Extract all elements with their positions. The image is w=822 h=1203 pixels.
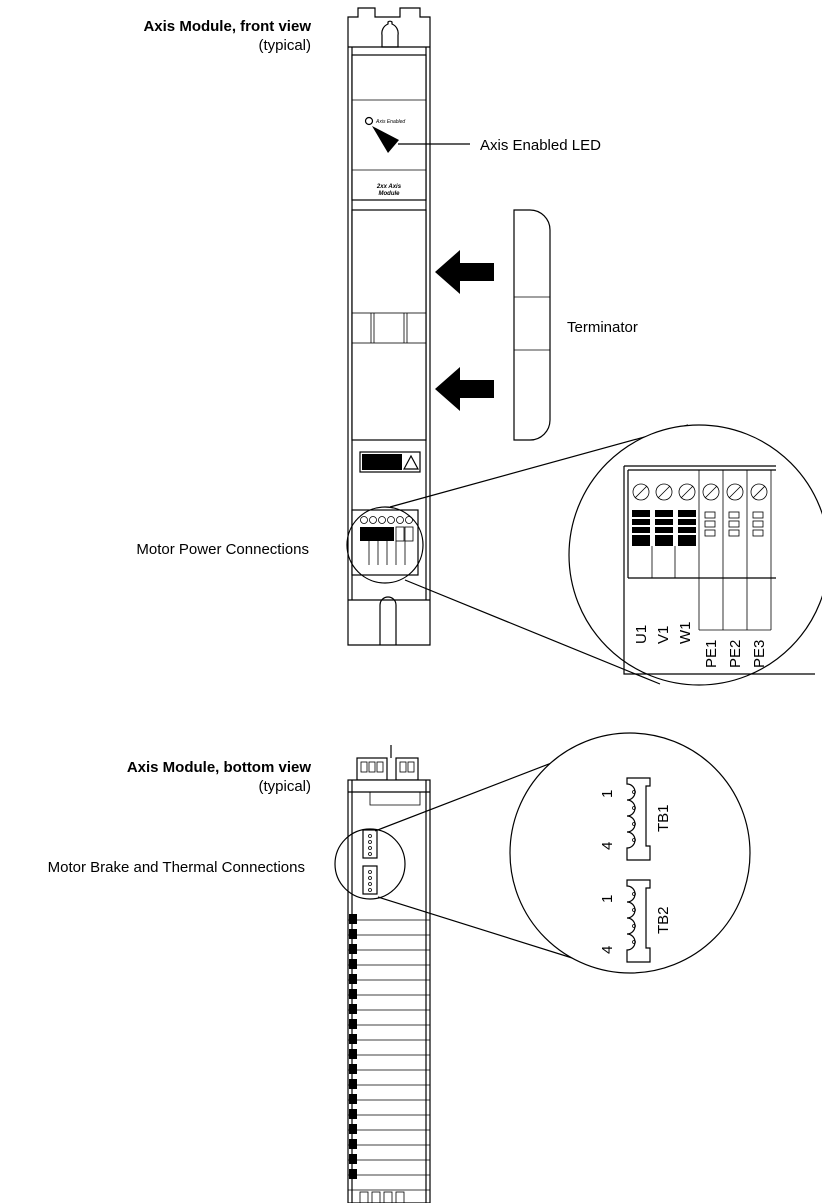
motor-power-connections-label: Motor Power Connections: [136, 541, 309, 558]
bottom-module-body: [347, 779, 431, 1203]
warning-label-black: [362, 454, 402, 470]
insert-arrow-upper: [435, 250, 494, 294]
terminal-label-w1: W1: [677, 622, 694, 645]
tb1-label: TB1: [655, 804, 672, 832]
terminator: [513, 209, 551, 441]
tb2-connector: 1 4 TB2: [599, 879, 672, 963]
bottom-view-title: Axis Module, bottom view: [127, 759, 312, 776]
tb1-pin-last: 4: [599, 842, 616, 850]
terminator-slot: [351, 209, 427, 441]
terminator-label: Terminator: [567, 319, 638, 336]
small-connector-terminals: [360, 516, 414, 565]
motor-power-enlarged-view: [568, 424, 822, 686]
terminal-label-u1: U1: [633, 625, 650, 644]
front-view-title: Axis Module, front view: [143, 18, 311, 35]
front-view-group: Axis Module, front view (typical) Axis E…: [136, 7, 822, 686]
enlarged-terminal-block: [623, 465, 815, 675]
terminal-label-pe1: PE1: [703, 640, 720, 668]
terminal-labels: U1 V1 W1 PE1 PE2 PE3: [633, 622, 768, 669]
bottom-zoom-line-bottom: [377, 896, 586, 963]
front-module-outline: [347, 7, 431, 646]
brake-thermal-connectors-small: [362, 829, 378, 895]
front-view-subtitle: (typical): [258, 37, 311, 54]
led-panel-text: Axis Enabled: [375, 119, 405, 125]
terminal-label-v1: V1: [655, 626, 672, 644]
motor-power-connector-small: [351, 509, 419, 576]
led-pointer-arrow: [372, 126, 399, 153]
tb2-label: TB2: [655, 906, 672, 934]
brake-thermal-label: Motor Brake and Thermal Connections: [48, 859, 305, 876]
brake-thermal-zoom-circle: [334, 828, 406, 900]
motor-power-zoom-circle: [346, 506, 424, 584]
bottom-top-connectors: [356, 745, 419, 781]
axis-enabled-led: [364, 116, 374, 126]
warning-triangle-icon: [402, 454, 420, 470]
bottom-view-group: Axis Module, bottom view (typical) Motor…: [48, 732, 751, 1203]
tb2-pin-first: 1: [599, 895, 616, 903]
screw-pe1-icon: [702, 483, 720, 501]
axis-enabled-led-label: Axis Enabled LED: [480, 137, 601, 154]
screw-v1-icon: [655, 483, 673, 501]
insert-arrow-lower: [435, 367, 494, 411]
zoom-line-top: [389, 424, 689, 508]
bottom-mount-slot: [379, 596, 397, 645]
brake-thermal-enlarged-view: [509, 732, 751, 974]
zoom-line-bottom: [404, 579, 661, 685]
heatsink-fins: [348, 914, 430, 1203]
module-label-line2: Module: [379, 191, 401, 197]
bottom-zoom-line-top: [374, 751, 581, 832]
tb1-pin-first: 1: [599, 790, 616, 798]
screw-u1-icon: [632, 483, 650, 501]
terminal-label-pe3: PE3: [751, 640, 768, 668]
slot-bridge: [351, 312, 427, 344]
terminal-label-pe2: PE2: [727, 640, 744, 668]
tb1-connector: 1 4 TB1: [599, 777, 672, 861]
led-panel: [351, 54, 427, 201]
keyhole-mount: [381, 20, 399, 48]
screw-w1-icon: [678, 483, 696, 501]
bottom-top-recess: [369, 792, 421, 806]
screw-pe3-icon: [750, 483, 768, 501]
tb2-pin-last: 4: [599, 946, 616, 954]
screw-pe2-icon: [726, 483, 744, 501]
module-label-line1: 2xx Axis: [376, 184, 402, 190]
bottom-view-subtitle: (typical): [258, 778, 311, 795]
